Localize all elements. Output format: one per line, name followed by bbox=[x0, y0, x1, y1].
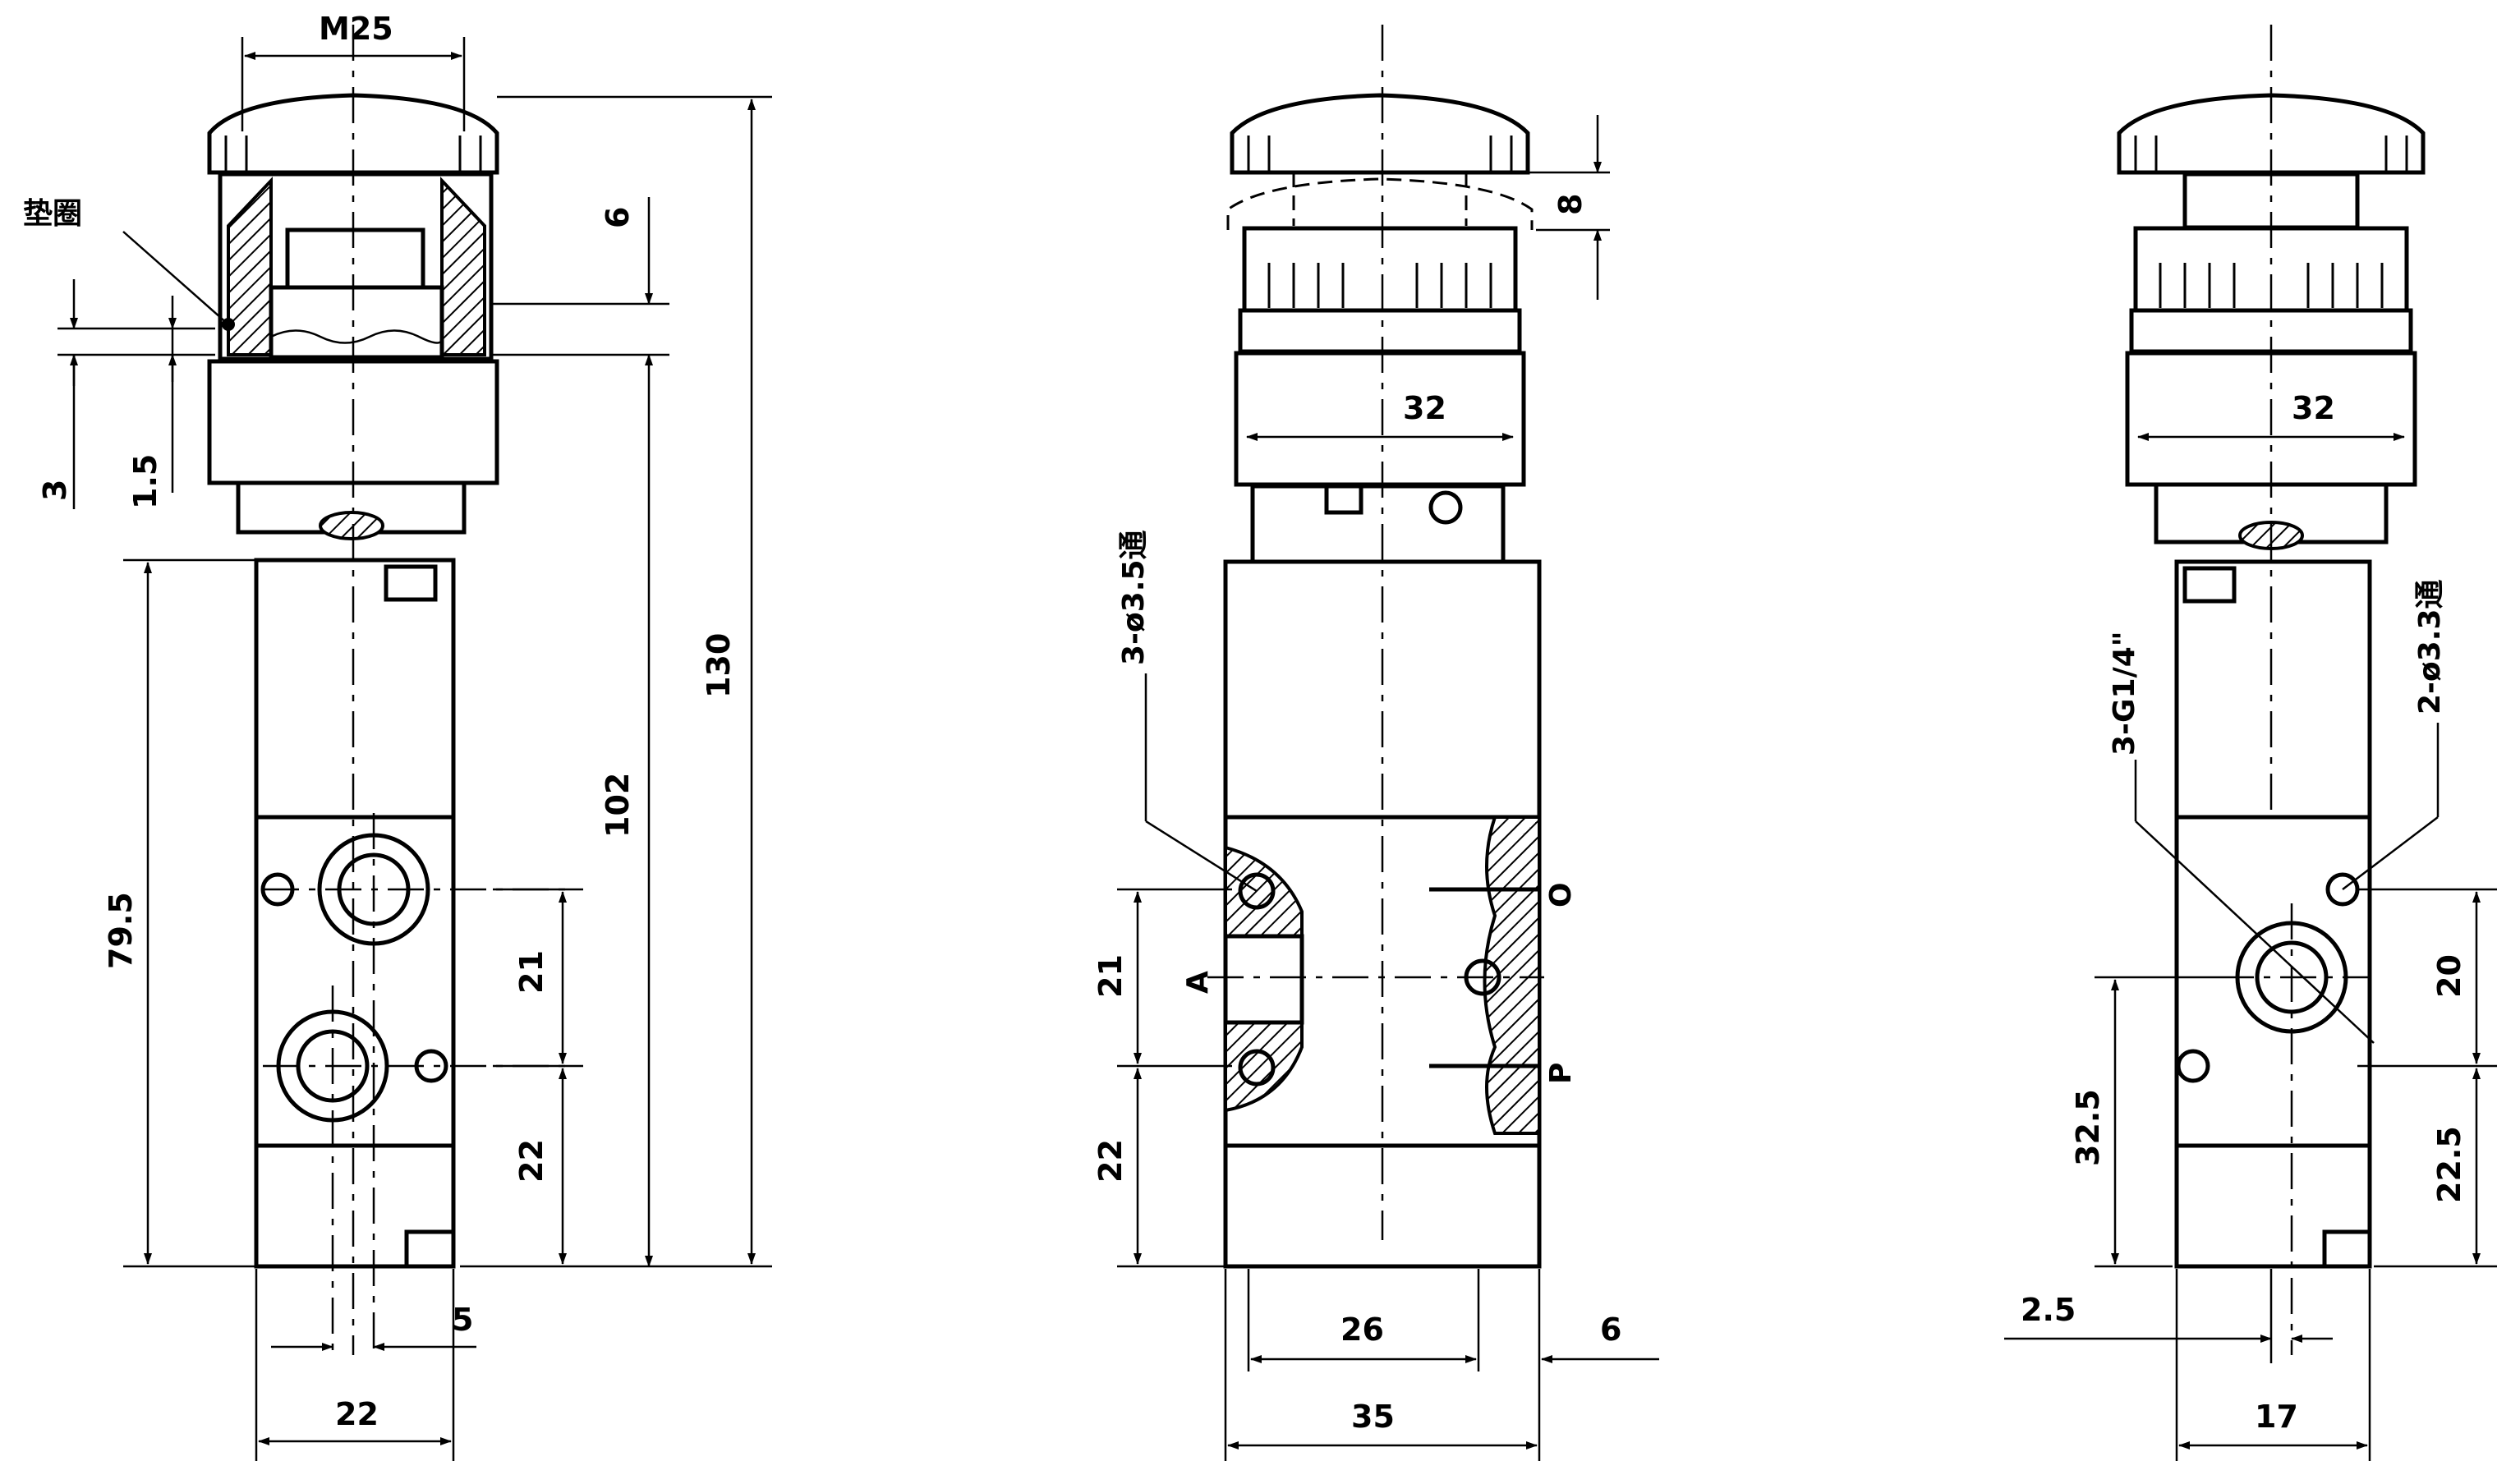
front-dim-3: 3 bbox=[37, 480, 73, 501]
front-dim-22-vertical: 22 bbox=[513, 1139, 550, 1183]
rear-collar-knurl bbox=[2159, 263, 2384, 308]
rear-dim-22-5: 22.5 bbox=[2431, 1126, 2467, 1203]
side-dim-35: 35 bbox=[1351, 1399, 1395, 1435]
front-dim-5: 5 bbox=[452, 1302, 473, 1338]
front-dim-6: 6 bbox=[600, 207, 636, 228]
front-dim-102: 102 bbox=[600, 773, 636, 838]
side-hole-lower bbox=[1238, 1049, 1276, 1087]
side-adapter bbox=[1250, 484, 1506, 564]
front-dim-130: 130 bbox=[701, 633, 737, 698]
side-dim-32: 32 bbox=[1403, 390, 1446, 426]
side-dim-26: 26 bbox=[1340, 1312, 1384, 1348]
rear-hole-lower bbox=[2176, 1049, 2210, 1083]
front-knob-knurl bbox=[224, 136, 482, 172]
side-port-o-label: O bbox=[1544, 882, 1578, 907]
side-knob-pressed-phantom bbox=[1226, 177, 1534, 230]
side-port-a-bore bbox=[1223, 934, 1304, 1025]
front-stem-inner bbox=[269, 285, 444, 360]
side-dim-6: 6 bbox=[1600, 1312, 1621, 1348]
side-collar-knurl bbox=[1267, 263, 1492, 308]
side-hole-upper bbox=[1238, 872, 1276, 910]
rear-valve-body bbox=[2174, 559, 2372, 1269]
rear-dim-32-5: 32.5 bbox=[2070, 1089, 2106, 1166]
side-section-right bbox=[1483, 815, 1541, 1135]
rear-top-slot bbox=[2182, 566, 2237, 604]
front-dim-1-5: 1.5 bbox=[127, 454, 163, 509]
rear-ports-label: 3-G1/4" bbox=[2108, 631, 2141, 756]
rear-dim-2-5: 2.5 bbox=[2021, 1292, 2076, 1328]
front-bottom-slot bbox=[404, 1229, 456, 1269]
side-nut bbox=[1234, 351, 1526, 487]
rear-bottom-slot bbox=[2322, 1229, 2372, 1269]
side-collar bbox=[1242, 226, 1518, 313]
side-section-left bbox=[1224, 845, 1304, 938]
side-dim-22: 22 bbox=[1092, 1139, 1129, 1183]
rear-dim-17: 17 bbox=[2255, 1399, 2298, 1435]
front-dim-21: 21 bbox=[513, 950, 550, 994]
front-top-slot bbox=[384, 564, 438, 602]
side-knob-knurl bbox=[1247, 136, 1513, 172]
side-adapter-screw bbox=[1428, 490, 1463, 525]
front-dim-79-5: 79.5 bbox=[103, 892, 139, 969]
side-holes-label: 3-ø3.5通 bbox=[1117, 531, 1151, 666]
side-dim-21: 21 bbox=[1092, 954, 1129, 998]
front-view: M25 垫圈 3 1.5 6 102 130 21 22 bbox=[23, 11, 772, 1461]
rear-view: 32 3-G1/4" 2-ø3.3通 20 22.5 32.5 2.5 17 bbox=[2004, 25, 2497, 1461]
rear-holes-label: 2-ø3.3通 bbox=[2413, 580, 2447, 715]
rear-dim-20: 20 bbox=[2431, 954, 2467, 998]
side-port-a-label: A bbox=[1181, 971, 1215, 994]
front-dim-thread: M25 bbox=[319, 11, 393, 47]
front-nut-seal bbox=[319, 511, 384, 540]
side-knob-cap bbox=[1230, 93, 1530, 175]
front-dim-22-horizontal: 22 bbox=[335, 1396, 379, 1432]
rear-dim-32: 32 bbox=[2292, 390, 2335, 426]
side-section-left-lower bbox=[1224, 1021, 1304, 1113]
side-collar-ring bbox=[1238, 308, 1522, 354]
side-view: 8 32 3-ø3.5通 A O P 21 22 26 6 35 bbox=[1092, 25, 1659, 1461]
side-adapter-slot bbox=[1324, 484, 1363, 515]
front-gasket-wave bbox=[270, 329, 444, 344]
front-stem bbox=[285, 227, 425, 290]
side-port-p-label: P bbox=[1544, 1063, 1578, 1084]
front-gasket-label: 垫圈 bbox=[23, 197, 82, 231]
rear-knob-knurl bbox=[2134, 136, 2408, 172]
side-dim-8: 8 bbox=[1552, 194, 1589, 215]
